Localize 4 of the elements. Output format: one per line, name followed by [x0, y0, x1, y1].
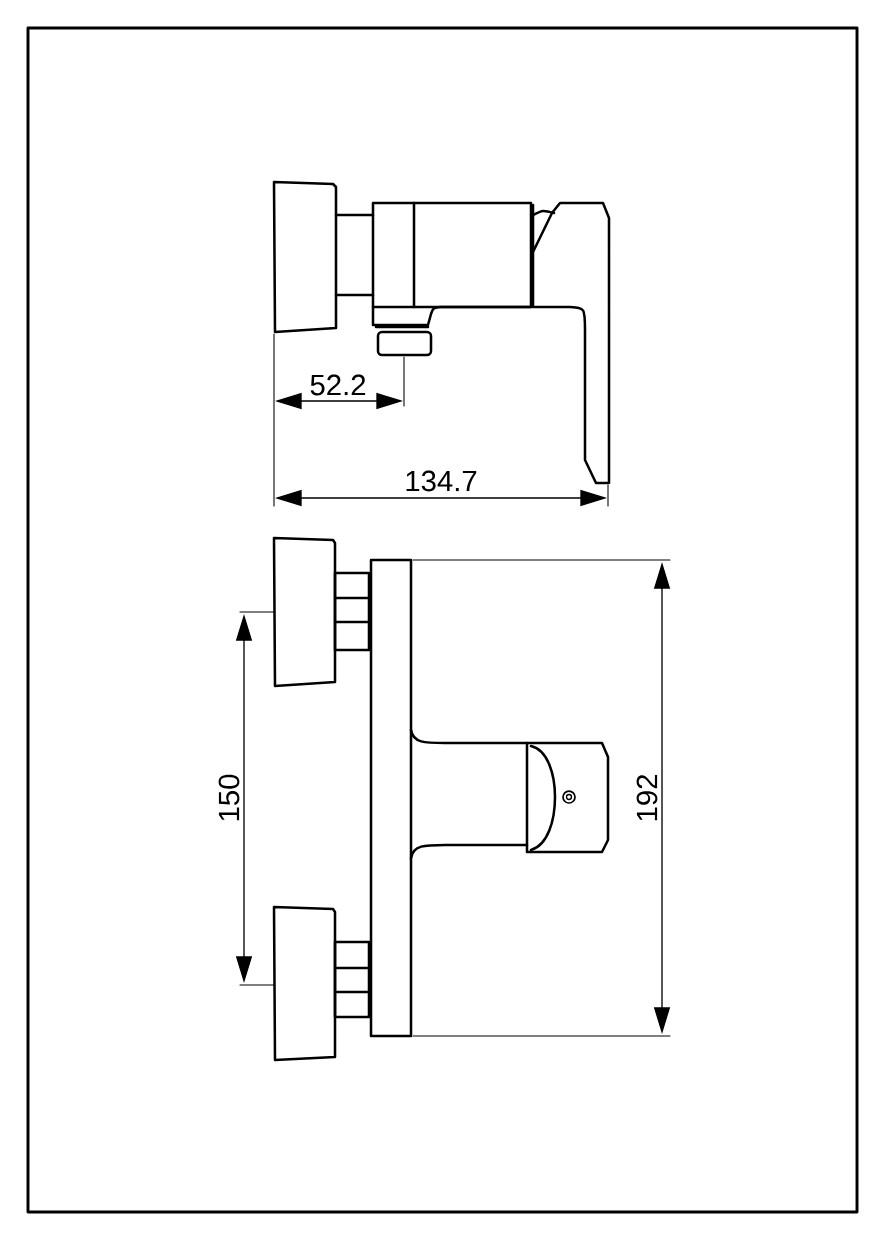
dimension-label: 52.2 [310, 374, 366, 396]
dimension-label: 192 [636, 775, 658, 821]
dimension-label: 134.7 [406, 470, 477, 492]
dimension-label: 150 [218, 774, 240, 821]
